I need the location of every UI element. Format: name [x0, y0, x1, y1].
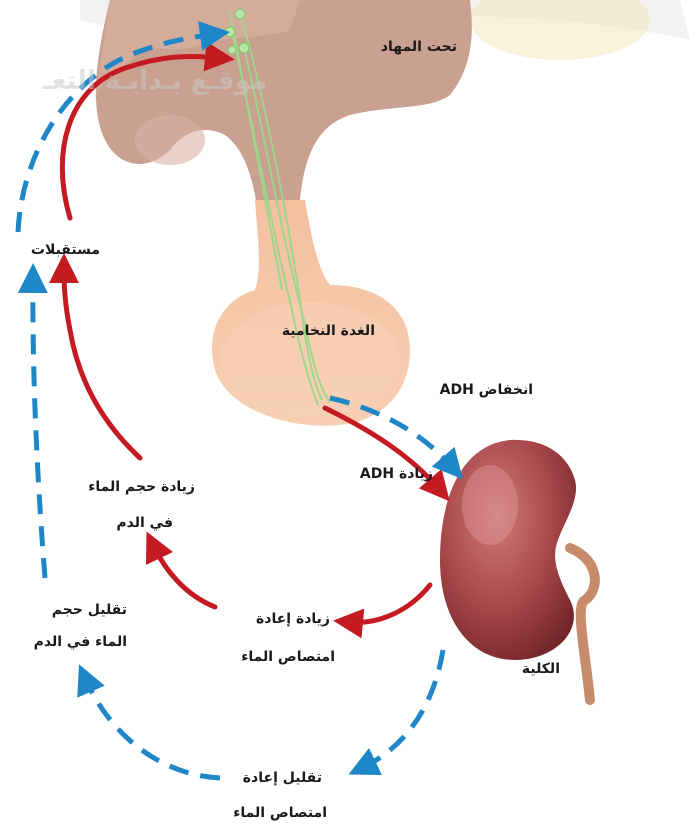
blue-arrow-volume-to-receptors [33, 278, 45, 578]
kidney-shape [440, 440, 576, 660]
label-hypothalamus: تحت المهاد [381, 40, 457, 54]
label-blood-volume-decrease-line2: الماء في الدم [34, 635, 127, 649]
label-reabsorption-decrease-line1: تقليل إعادة [243, 771, 322, 785]
watermark-logo-shape [470, 0, 650, 60]
brain-fold [135, 115, 205, 165]
kidney-highlight [462, 465, 518, 545]
label-blood-volume-decrease-line1: تقليل حجم [52, 603, 127, 617]
label-adh-increase: زيادة ADH [360, 467, 433, 481]
red-arrow-volume-to-receptors [64, 268, 140, 458]
blue-arrow-kidney-to-reabsorption [362, 650, 443, 768]
red-arrow-kidney-to-reabsorption [348, 585, 430, 622]
label-reabsorption-increase-line1: زيادة إعادة [256, 612, 330, 626]
label-reabsorption-increase-line2: امتصاص الماء [241, 650, 335, 664]
label-receptors: مستقبلات [31, 243, 100, 257]
blue-arrow-reabsorption-to-volume [85, 678, 220, 778]
label-kidney: الكلية [522, 662, 560, 676]
label-reabsorption-decrease-line2: امتصاص الماء [233, 806, 327, 820]
label-pituitary: الغدة النخامية [282, 324, 375, 338]
watermark-text: موقـع بـدايـة التعـ [43, 66, 267, 96]
ureter [570, 548, 595, 700]
red-arrow-reabsorption-to-volume [153, 545, 215, 607]
label-adh-decrease: انخفاض ADH [440, 383, 533, 397]
label-blood-volume-increase-line1: زيادة حجم الماء [88, 480, 195, 494]
label-blood-volume-increase-line2: في الدم [116, 516, 173, 530]
